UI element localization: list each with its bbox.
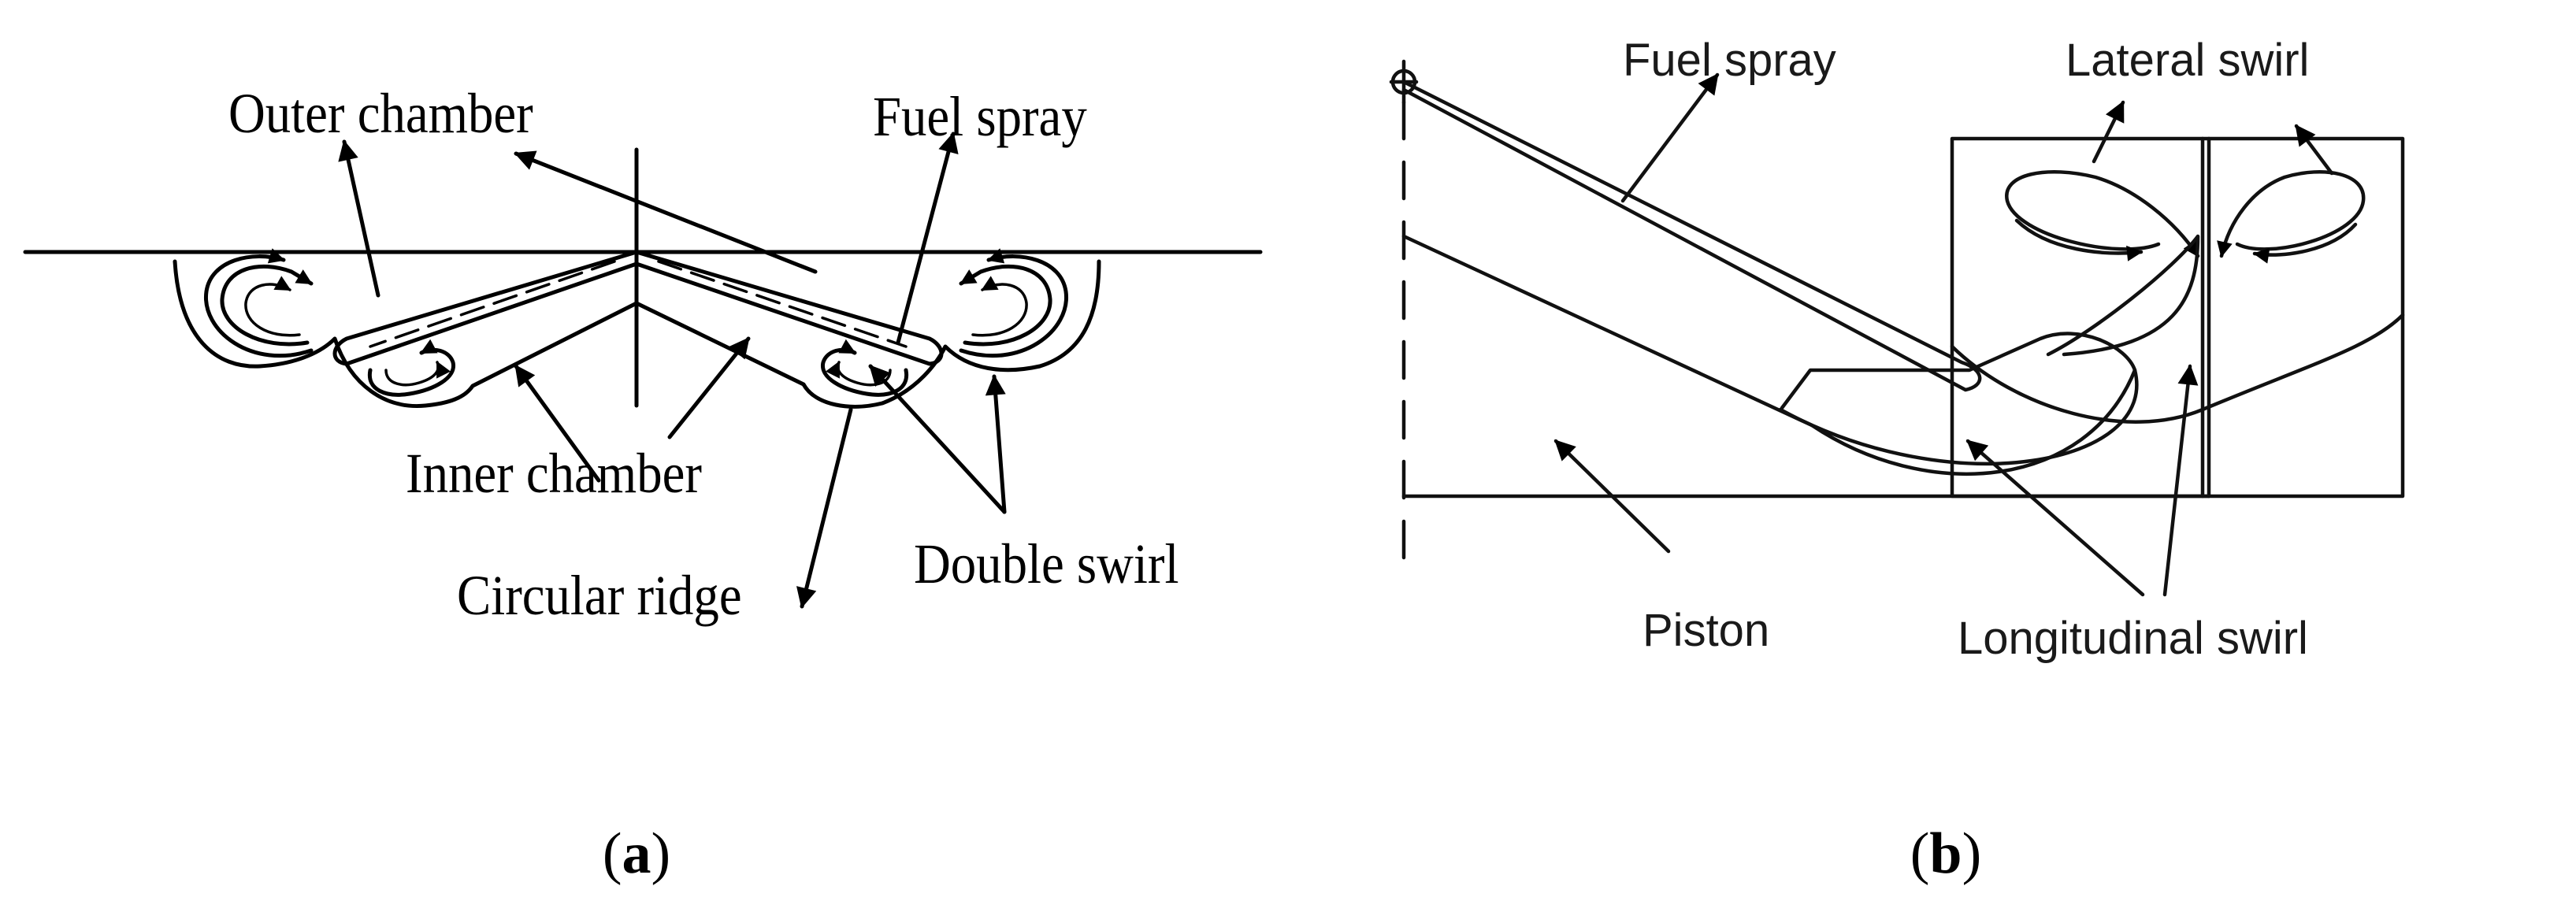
leader-piston [1553,439,1671,554]
leader-outer-chamber-2 [514,150,818,274]
label-outer-chamber: Outer chamber [228,82,533,145]
leader-lateral-swirl-1 [2092,100,2125,164]
longitudinal-swirl-vane [2046,234,2200,357]
bowl-outline [173,259,1101,409]
leader-double-swirl-2 [985,374,1007,514]
chamber-inner-curve [1950,313,2405,424]
label-double-swirl: Double swirl [914,532,1179,595]
panel-b-diagram: Fuel spray Lateral swirl Piston Longitud… [1389,35,2405,664]
leader-circular-ridge [796,407,853,609]
label-piston: Piston [1642,605,1769,656]
left-outer-swirl [204,248,314,358]
label-longitudinal-swirl: Longitudinal swirl [1958,613,2308,664]
panel-a-diagram: Outer chamber Fuel spray Inner chamber C… [23,82,1263,627]
leader-lateral-swirl-2 [2294,124,2334,176]
leader-longitudinal-swirl-1 [1965,439,2145,597]
label-circular-ridge: Circular ridge [457,564,742,627]
chamber-right-box [2207,136,2405,499]
spray-plume-b [1401,80,1982,392]
leader-inner-chamber-1 [514,364,601,483]
leader-outer-chamber-1 [338,139,380,298]
piston-top-line [1401,234,1814,428]
leader-longitudinal-swirl-2 [2162,364,2199,597]
lateral-swirl-left [2005,170,2200,261]
lateral-swirl-right [2217,170,2366,264]
label-fuel-spray-b: Fuel spray [1623,35,1836,86]
leader-double-swirl-1 [868,364,1007,514]
right-spray-center [657,260,908,348]
leader-inner-chamber-2 [667,336,751,439]
right-outer-swirl [959,248,1068,358]
label-fuel-spray-a: Fuel spray [873,85,1087,148]
piston-bowl [1778,332,2139,465]
caption-a: (a) [603,821,670,886]
left-spray-center [369,260,616,348]
left-spray-plume [332,250,639,366]
leader-fuel-spray-a [896,132,959,345]
label-inner-chamber: Inner chamber [406,442,702,505]
caption-b: (b) [1910,821,1981,886]
left-inner-swirl [367,339,455,397]
label-lateral-swirl: Lateral swirl [2066,35,2309,86]
right-spray-plume [634,250,944,366]
combustion-chamber-box [1950,136,2211,499]
right-inner-swirl [821,339,909,397]
leader-fuel-spray-b [1620,72,1720,203]
